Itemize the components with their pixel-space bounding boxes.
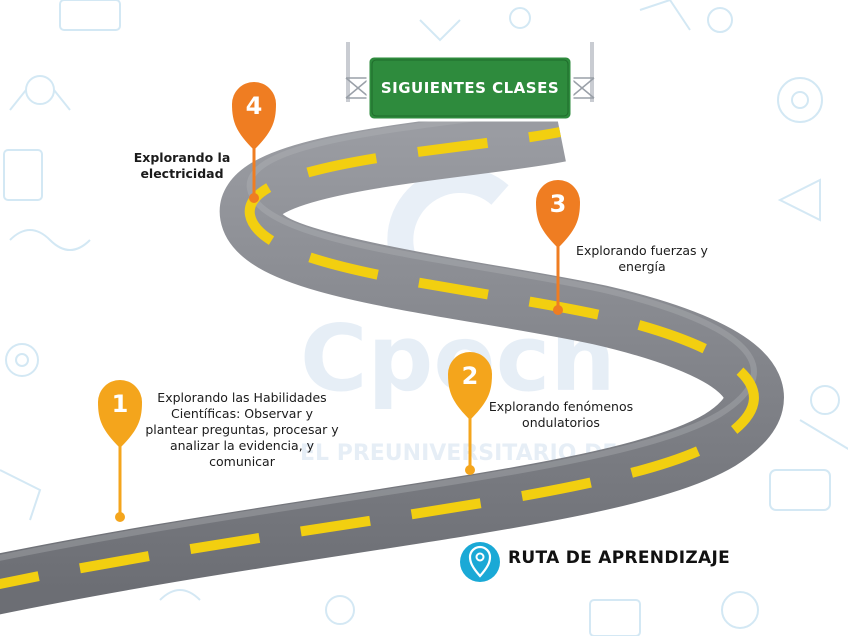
road-edge-highlight [0,103,757,561]
pin-1: 1 [98,380,142,522]
sign-board [366,54,574,122]
pin-1-number: 1 [112,390,129,418]
sign-truss [345,77,595,99]
pin-4-number: 4 [246,92,263,120]
sign-post-right [590,42,594,102]
step-1-label: Explorando las Habilidades Científicas: … [145,390,339,469]
sign-post-left [346,42,350,102]
sign-text: SIGUIENTES CLASES [381,79,559,97]
next-classes-sign: SIGUIENTES CLASES [345,42,595,122]
pin-2: 2 [448,352,492,475]
step-3-label: Explorando fuerzas y energía [576,243,708,274]
pin-2-number: 2 [462,362,479,390]
location-pin-icon [460,542,500,582]
pin-3-number: 3 [550,190,567,218]
road [0,102,784,615]
pin-3: 3 [536,180,580,315]
road-center-dashes [0,127,759,589]
step-4-label: Explorando la electricidad [133,150,231,181]
route-title: RUTA DE APRENDIZAJE [508,548,730,568]
step-2-label: Explorando fenómenos ondulatorios [488,399,634,430]
pin-4: 4 [232,82,276,203]
